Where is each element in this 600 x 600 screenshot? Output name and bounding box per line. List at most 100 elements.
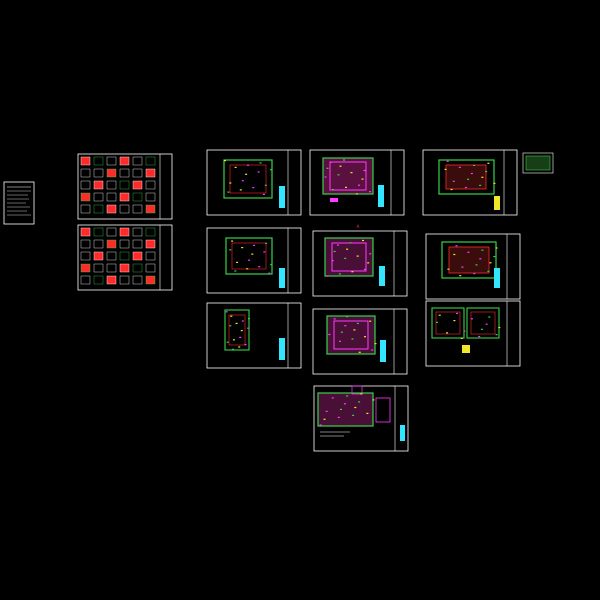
detail-thumbnail bbox=[132, 180, 143, 190]
detail-thumbnail bbox=[106, 204, 117, 214]
plan-annotation-mark bbox=[231, 240, 234, 242]
plan-annotation-mark bbox=[464, 186, 467, 189]
plan-annotation-mark bbox=[458, 166, 461, 168]
plan-annotation-mark bbox=[346, 316, 349, 318]
plan-annotation-mark bbox=[235, 322, 238, 324]
plan-annotation-mark bbox=[479, 184, 482, 186]
plan-annotation-mark bbox=[444, 168, 447, 170]
plan-sheet-c2-r4[interactable] bbox=[313, 385, 409, 452]
plan-annotation-mark bbox=[245, 173, 248, 175]
detail-thumbnail bbox=[119, 156, 130, 166]
plan-annotation-mark bbox=[453, 320, 456, 322]
plan-annotation-mark bbox=[463, 330, 466, 332]
plan-annotation-mark bbox=[447, 268, 450, 270]
detail-thumbnail bbox=[106, 275, 117, 285]
detail-thumbnail bbox=[93, 204, 104, 214]
plan-annotation-mark bbox=[239, 189, 242, 191]
plan-annotation-mark bbox=[259, 162, 262, 164]
detail-thumbnail bbox=[145, 168, 156, 178]
plan-annotation-mark bbox=[262, 193, 265, 195]
detail-sheet-2[interactable] bbox=[77, 224, 173, 291]
plan-annotation-mark bbox=[360, 393, 363, 395]
detail-thumbnail bbox=[145, 239, 156, 249]
plan-annotation-mark bbox=[230, 315, 233, 317]
plan-annotation-mark bbox=[232, 339, 235, 341]
plan-annotation-mark bbox=[369, 320, 372, 322]
plan-annotation-mark bbox=[224, 160, 226, 162]
detail-thumbnail bbox=[132, 156, 143, 166]
plan-annotation-mark bbox=[323, 418, 326, 420]
plan-annotation-mark bbox=[234, 166, 237, 168]
section-marker-label: A bbox=[356, 224, 360, 229]
plan-annotation-mark bbox=[339, 165, 342, 167]
plan-annotation-mark bbox=[455, 245, 458, 247]
detail-thumbnail bbox=[132, 227, 143, 237]
plan-annotation-mark bbox=[473, 273, 476, 275]
plan-sheet-c1-r1[interactable] bbox=[206, 149, 302, 216]
plan-sheet-c3-r1[interactable] bbox=[422, 149, 518, 216]
detail-sheet-1[interactable] bbox=[77, 153, 173, 220]
plan-annotation-mark bbox=[479, 258, 482, 260]
small-legend[interactable] bbox=[522, 152, 554, 174]
plan-annotation-mark bbox=[239, 336, 242, 338]
plan-annotation-mark bbox=[487, 270, 490, 272]
plan-annotation-mark bbox=[481, 176, 484, 178]
detail-thumbnail bbox=[119, 180, 130, 190]
plan-sheet-c1-r2[interactable] bbox=[206, 227, 302, 294]
plan-annotation-mark bbox=[456, 312, 459, 314]
detail-thumbnail bbox=[80, 239, 91, 249]
plan-annotation-mark bbox=[485, 323, 488, 325]
detail-thumbnail bbox=[132, 263, 143, 273]
plan-annotation-mark bbox=[498, 326, 501, 329]
plan-annotation-mark bbox=[362, 239, 364, 242]
detail-thumbnail bbox=[119, 239, 130, 249]
plan-annotation-mark bbox=[460, 337, 463, 339]
plan-sheet-c3-r2[interactable] bbox=[425, 233, 521, 300]
detail-thumbnail bbox=[119, 227, 130, 237]
detail-thumbnail bbox=[80, 251, 91, 261]
plan-annotation-mark bbox=[367, 262, 370, 264]
plan-annotation-mark bbox=[346, 395, 349, 397]
plan-annotation-mark bbox=[251, 253, 254, 255]
plan-annotation-mark bbox=[369, 191, 371, 193]
plan-annotation-mark bbox=[248, 318, 250, 320]
detail-thumbnail bbox=[106, 180, 117, 190]
plan-annotation-mark bbox=[488, 316, 491, 318]
plan-sheet-c2-r3[interactable] bbox=[312, 308, 408, 375]
detail-thumbnail bbox=[106, 227, 117, 237]
plan-annotation-mark bbox=[248, 259, 251, 261]
plan-sheet-c1-r3[interactable] bbox=[206, 302, 302, 369]
plan-annotation-mark bbox=[358, 184, 360, 186]
plan-annotation-mark bbox=[258, 266, 261, 268]
plan-annotation-mark bbox=[481, 249, 484, 251]
plan-annotation-mark bbox=[344, 325, 347, 327]
detail-thumbnail bbox=[132, 251, 143, 261]
cover-sheet[interactable] bbox=[3, 181, 35, 225]
plan-annotation-mark bbox=[493, 256, 496, 258]
plan-annotation-mark bbox=[346, 248, 349, 250]
plan-annotation-mark bbox=[354, 406, 357, 409]
plan-annotation-mark bbox=[374, 343, 377, 345]
plan-annotation-mark bbox=[353, 329, 356, 331]
detail-thumbnail bbox=[106, 239, 117, 249]
plan-annotation-mark bbox=[225, 311, 228, 313]
plan-annotation-mark bbox=[246, 268, 249, 270]
plan-annotation-mark bbox=[480, 328, 483, 330]
plan-annotation-mark bbox=[240, 330, 243, 332]
plan-annotation-mark bbox=[236, 261, 239, 263]
plan-annotation-mark bbox=[470, 172, 473, 175]
detail-thumbnail bbox=[119, 263, 130, 273]
plan-annotation-mark bbox=[356, 255, 359, 257]
plan-annotation-mark bbox=[436, 321, 438, 323]
detail-thumbnail bbox=[106, 156, 117, 166]
detail-thumbnail bbox=[106, 251, 117, 261]
plan-annotation-mark bbox=[446, 160, 449, 162]
plan-annotation-mark bbox=[467, 178, 470, 180]
plan-annotation-mark bbox=[270, 169, 273, 171]
plan-annotation-mark bbox=[252, 187, 255, 189]
plan-sheet-c2-r1[interactable] bbox=[309, 149, 405, 216]
plan-annotation-mark bbox=[340, 331, 343, 333]
plan-annotation-mark bbox=[371, 349, 374, 351]
detail-thumbnail bbox=[93, 251, 104, 261]
plan-annotation-mark bbox=[467, 251, 470, 253]
